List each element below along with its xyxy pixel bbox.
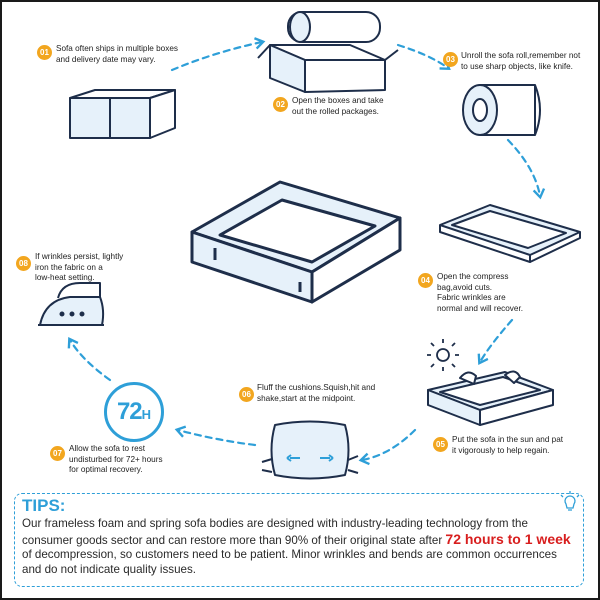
- step-7-line-3: for optimal recovery.: [69, 465, 143, 474]
- step-4-line-2: bag,avoid cuts.: [437, 282, 493, 292]
- tips-text-after: of decompression, so customers need to b…: [22, 548, 557, 576]
- roll-icon: [462, 84, 541, 136]
- step-7-text: Allow the sofa to rest undisturbed for 7…: [69, 444, 163, 476]
- iron-icon: [38, 282, 105, 326]
- step-3-line-1: Unroll the sofa roll,remember not: [461, 51, 581, 60]
- step-4-line-3: Fabric wrinkles are: [437, 293, 506, 302]
- step-1-badge: 01: [37, 45, 52, 60]
- step-5-badge: 05: [433, 437, 448, 452]
- step-6-line-1: Fluff the cushions.Squish,hit and: [257, 383, 376, 392]
- step-7-badge: 07: [50, 446, 65, 461]
- tips-panel: [14, 493, 584, 587]
- arrow-6-to-7: [174, 425, 257, 447]
- step-3-line-2: to use sharp objects, like knife.: [461, 61, 573, 71]
- timer-72h-icon: 72H: [104, 382, 164, 442]
- lightbulb-icon: [560, 491, 580, 511]
- boxes-icon: [69, 89, 176, 139]
- step-1-line-1: Sofa often ships in multiple boxes: [56, 44, 178, 53]
- step-8-line-3: low-heat setting.: [35, 273, 95, 282]
- arrow-5-to-6: [358, 428, 417, 466]
- step-5-line-2: it vigorously to help regain.: [452, 445, 550, 455]
- step-8-line-1: If wrinkles persist, lightly: [35, 252, 124, 261]
- step-8-text: If wrinkles persist, lightly iron the fa…: [35, 252, 123, 284]
- step-4-line-4: normal and will recover.: [437, 303, 524, 313]
- step-8-line-2: iron the fabric on a: [35, 262, 103, 272]
- timer-number: 72: [116, 398, 143, 425]
- step-3-badge: 03: [443, 52, 458, 67]
- tips-title: TIPS:: [22, 496, 66, 515]
- pillow-icon: [261, 420, 359, 480]
- arrow-1-to-2: [170, 37, 266, 72]
- sofa-icon: [190, 180, 402, 304]
- step-6-line-2: shake,start at the midpoint.: [257, 393, 356, 403]
- timer-unit: H: [141, 407, 152, 422]
- step-3-text: Unroll the sofa roll,remember not to use…: [461, 51, 580, 72]
- step-1-text: Sofa often ships in multiple boxes and d…: [56, 44, 178, 65]
- step-2-line-1: Open the boxes and take: [292, 96, 384, 105]
- step-4-badge: 04: [418, 273, 433, 288]
- sun-icon: [427, 339, 459, 371]
- step-4-text: Open the compress bag,avoid cuts. Fabric…: [437, 272, 523, 314]
- step-1-line-2: and delivery date may vary.: [56, 54, 156, 64]
- step-6-text: Fluff the cushions.Squish,hit and shake,…: [257, 383, 375, 404]
- step-7-line-1: Allow the sofa to rest: [69, 444, 145, 453]
- compress-bag-icon: [439, 204, 581, 263]
- arrow-3-to-4: [506, 138, 546, 200]
- open-box-icon: [257, 11, 399, 93]
- step-2-badge: 02: [273, 97, 288, 112]
- arrow-7-to-8: [67, 337, 112, 382]
- step-4-line-1: Open the compress: [437, 272, 509, 281]
- tips-highlight: 72 hours to 1 week: [445, 530, 571, 547]
- step-5-text: Put the sofa in the sun and pat it vigor…: [452, 435, 563, 456]
- step-7-line-2: undisturbed for 72+ hours: [69, 454, 163, 464]
- sofa-in-sun-icon: [427, 370, 554, 426]
- step-2-text: Open the boxes and take out the rolled p…: [292, 96, 384, 117]
- tips-text-before: Our frameless foam and spring sofa bodie…: [22, 517, 528, 547]
- step-8-badge: 08: [16, 256, 31, 271]
- arrow-4-to-5: [477, 318, 514, 365]
- step-5-line-1: Put the sofa in the sun and pat: [452, 435, 564, 444]
- arrow-2-to-3: [396, 43, 451, 71]
- tips-body: Our frameless foam and spring sofa bodie…: [22, 517, 577, 577]
- step-6-badge: 06: [239, 387, 254, 402]
- step-2-line-2: out the rolled packages.: [292, 106, 379, 116]
